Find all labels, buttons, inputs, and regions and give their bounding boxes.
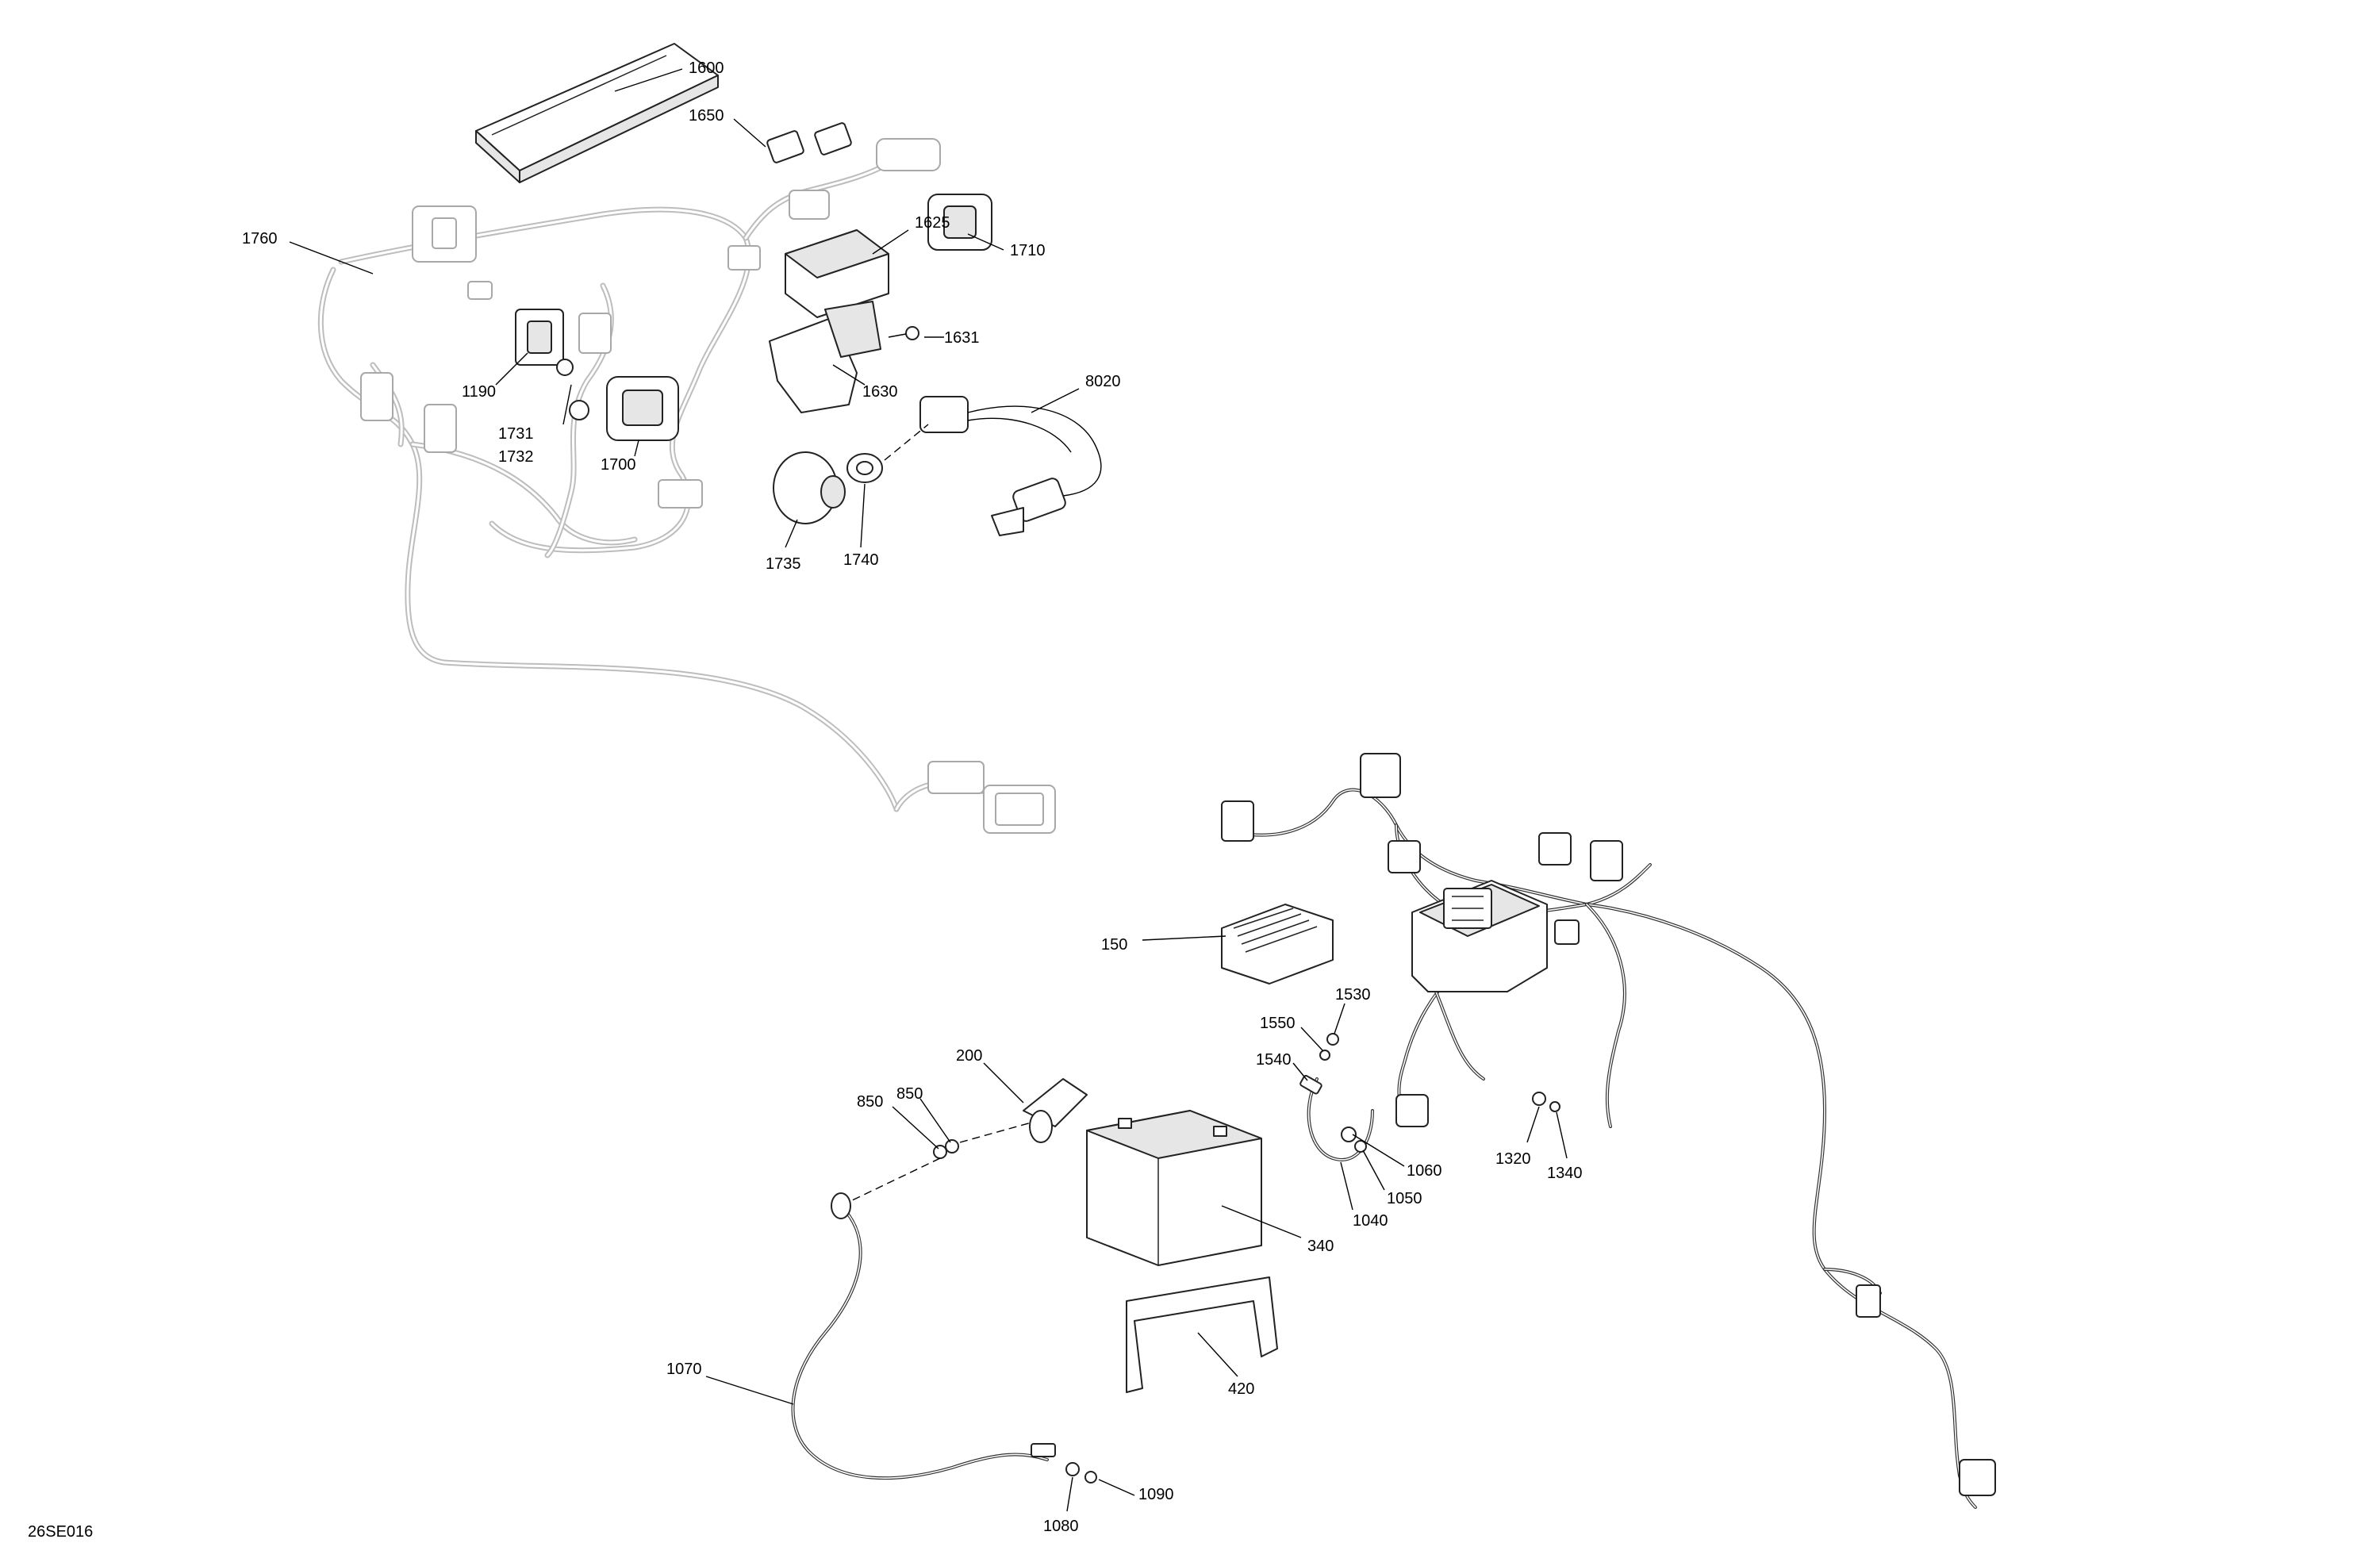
part-340-battery (1086, 1110, 1262, 1266)
callout-1540: 1540 (1256, 1051, 1292, 1069)
callout-1625: 1625 (915, 214, 950, 232)
callout-850-right: 850 (896, 1085, 923, 1103)
leader-lines (289, 68, 1568, 1512)
part-1700-switch (606, 376, 679, 441)
drawing-code: 26SE016 (28, 1523, 93, 1541)
part-1530-1550-1540-hardware (1299, 1033, 1339, 1095)
callout-1530: 1530 (1335, 986, 1371, 1004)
callout-420: 420 (1228, 1380, 1254, 1398)
callout-850-left: 850 (857, 1093, 883, 1111)
callout-200: 200 (956, 1047, 982, 1065)
part-1710-switch (927, 194, 992, 251)
callout-1040: 1040 (1353, 1212, 1388, 1230)
callout-1650: 1650 (689, 107, 724, 125)
callout-1700: 1700 (601, 456, 636, 474)
callout-1600: 1600 (689, 59, 724, 77)
part-150-voltage-regulator (1221, 904, 1334, 985)
part-1735-ignition-switch (773, 451, 846, 524)
part-420-battery-strap (1126, 1276, 1278, 1393)
part-1625-module (785, 229, 889, 318)
rear-wiring-harness (1221, 753, 1996, 1509)
callout-1731: 1731 (498, 425, 534, 443)
callout-1740: 1740 (843, 551, 879, 569)
callout-8020: 8020 (1085, 373, 1121, 390)
callout-1710: 1710 (1010, 242, 1046, 259)
callout-1060: 1060 (1407, 1162, 1442, 1180)
callout-1732: 1732 (498, 448, 534, 466)
callout-1050: 1050 (1387, 1190, 1422, 1207)
part-1040-ground-cable (1307, 1077, 1374, 1161)
part-1731-1732-terminals (556, 359, 589, 420)
callout-1550: 1550 (1260, 1015, 1296, 1032)
callout-labels: 1600 1650 1760 1625 1710 1631 1190 1630 … (28, 59, 1583, 1541)
callout-1735: 1735 (766, 555, 801, 573)
callout-1070: 1070 (666, 1361, 702, 1378)
callout-150: 150 (1101, 936, 1127, 954)
part-200-starter-solenoid (1023, 1078, 1088, 1143)
part-1630-bracket (769, 301, 881, 413)
part-1320-1340-fasteners (1532, 1092, 1560, 1112)
part-1740-nut (846, 453, 883, 483)
callout-1631: 1631 (944, 329, 980, 347)
part-1600-instrument-cluster (475, 43, 719, 183)
part-8020-tether-cord (919, 396, 1102, 536)
callout-1090: 1090 (1138, 1486, 1174, 1503)
callout-1080: 1080 (1043, 1518, 1079, 1535)
part-1080-1090-nuts (1065, 1462, 1097, 1484)
part-1070-battery-cable (791, 1192, 1056, 1480)
callout-340: 340 (1307, 1238, 1334, 1255)
front-wiring-harness (317, 138, 1056, 834)
part-1190-connector (515, 309, 564, 366)
part-1060-1050-bolts (1341, 1127, 1367, 1153)
part-850-nuts (933, 1139, 959, 1159)
callout-1190: 1190 (462, 383, 496, 401)
part-1631-screw (888, 326, 919, 340)
callout-1630: 1630 (862, 383, 898, 401)
callout-1340: 1340 (1547, 1165, 1583, 1182)
callout-1760: 1760 (242, 230, 278, 248)
part-1650-connector (766, 122, 852, 163)
callout-1320: 1320 (1495, 1150, 1531, 1168)
